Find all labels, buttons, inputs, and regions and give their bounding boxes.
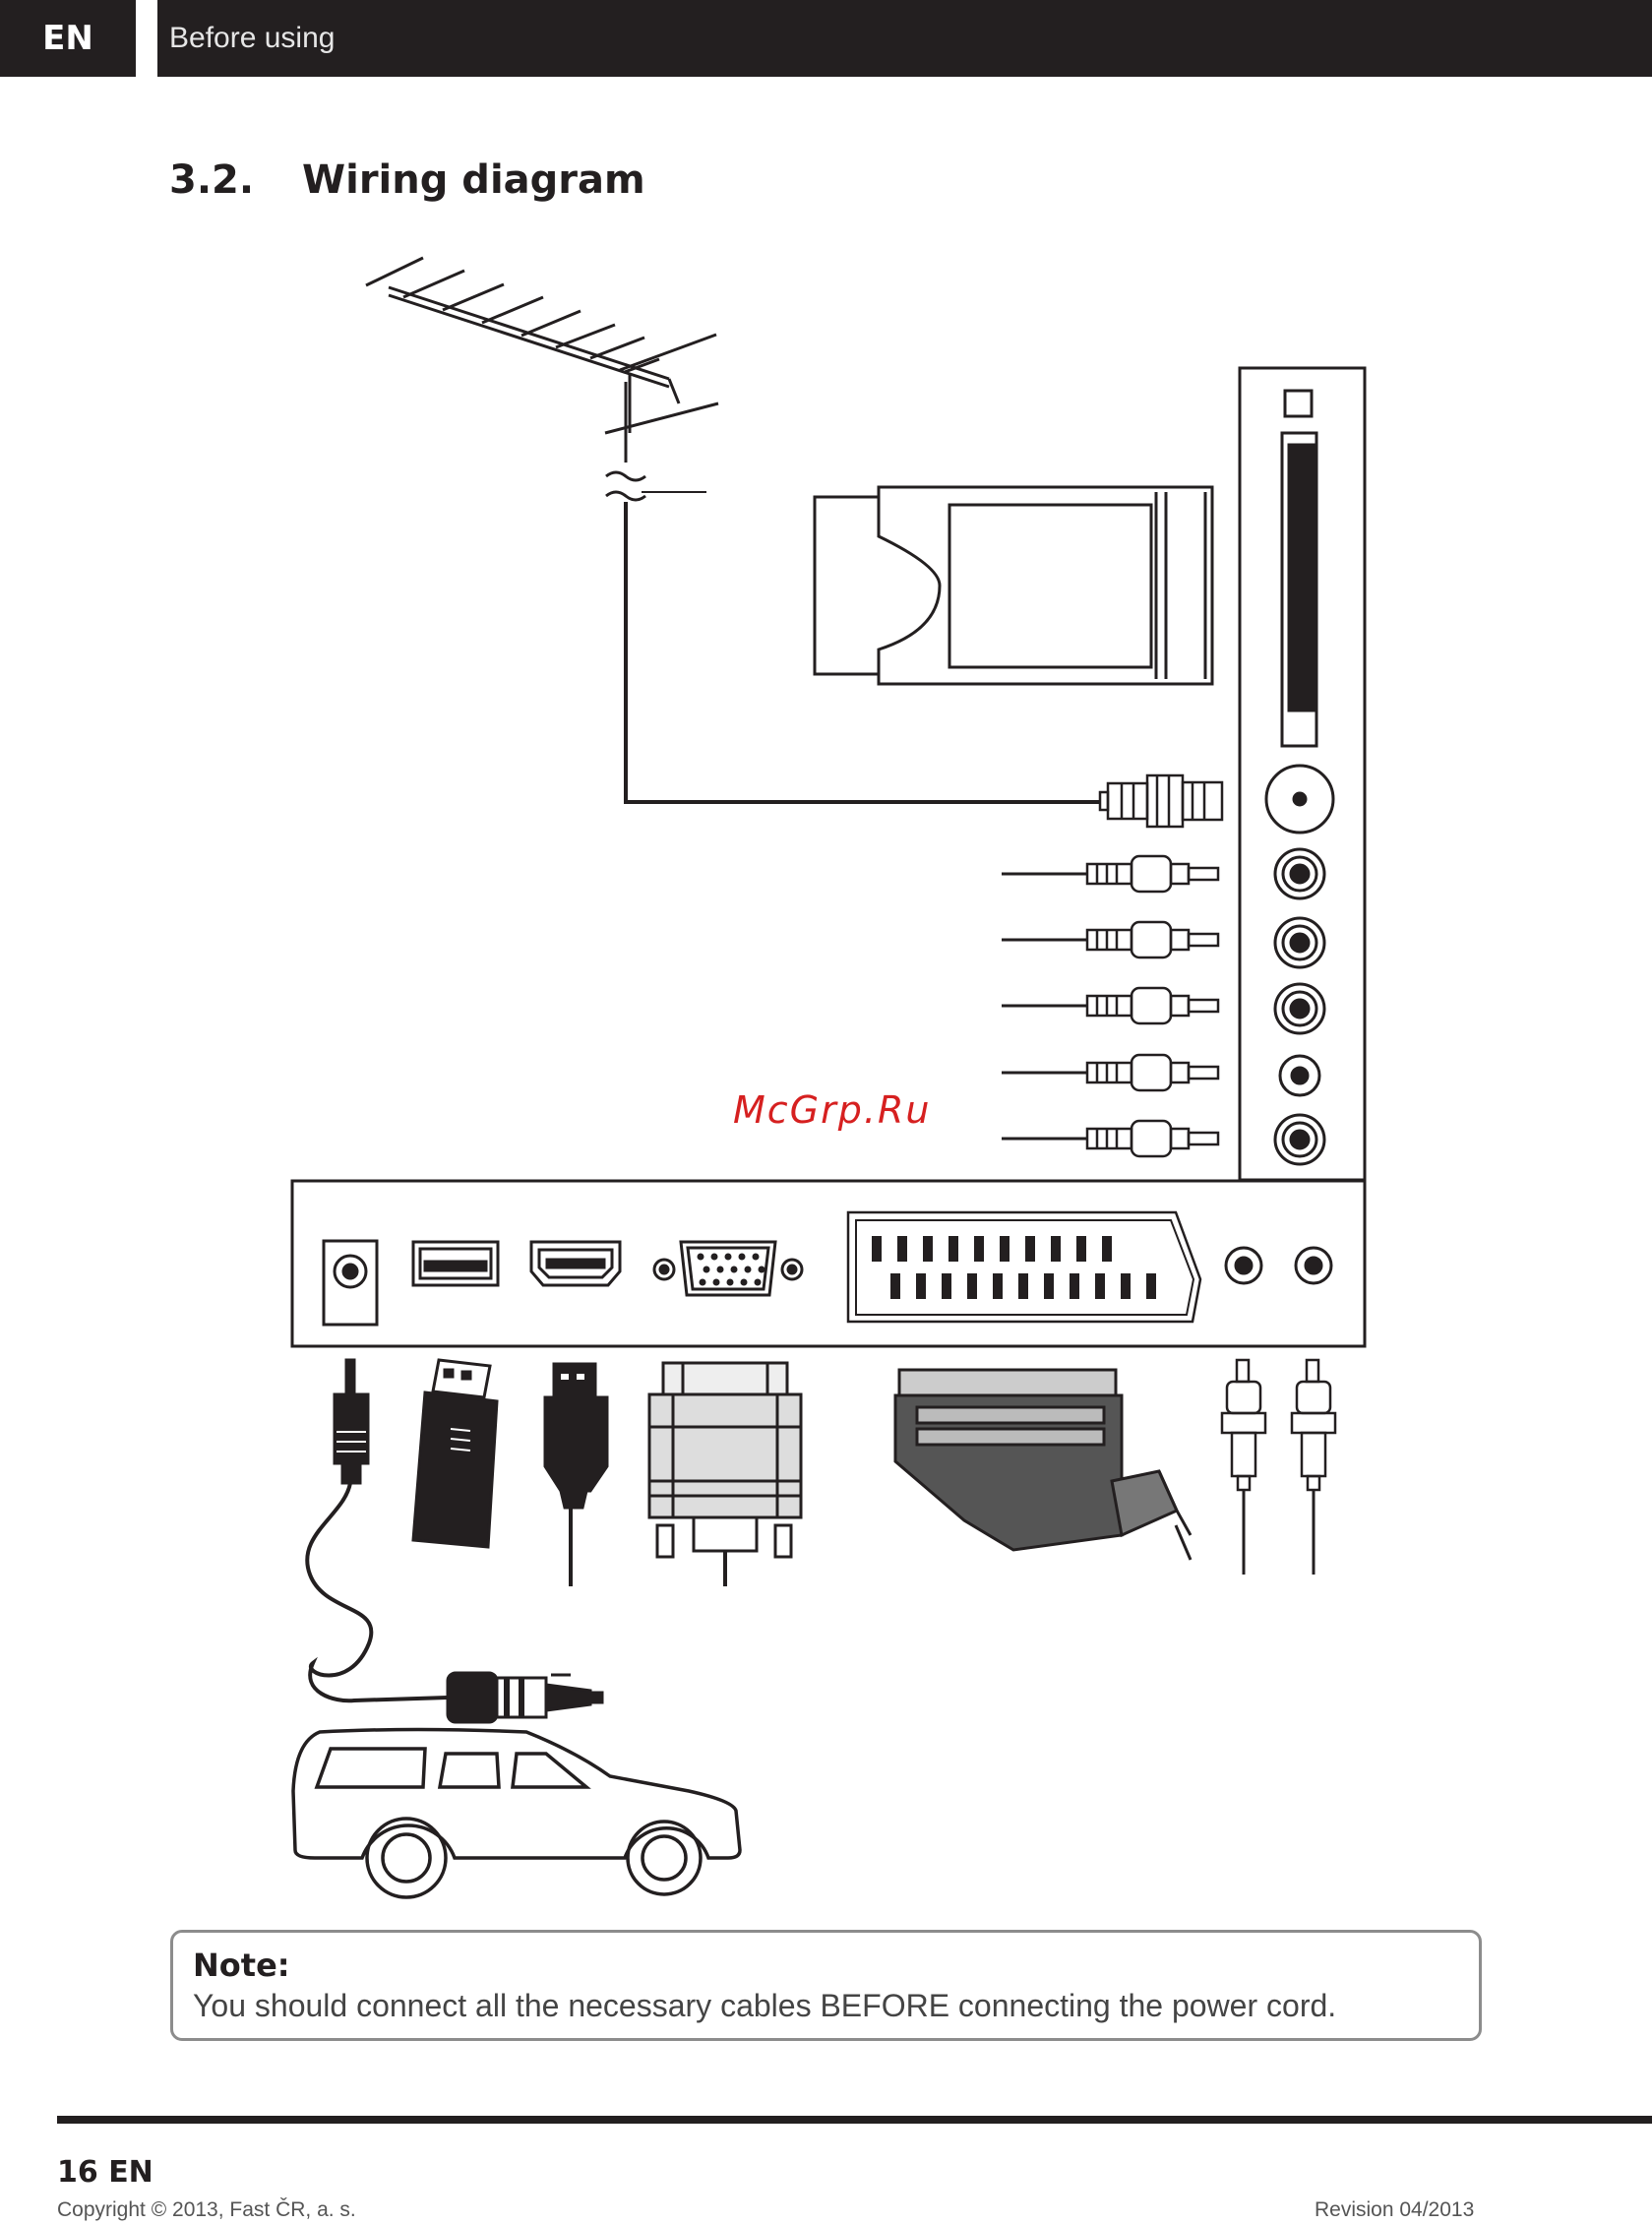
audio-plug-left	[1222, 1360, 1265, 1575]
antenna-cable	[606, 382, 1100, 802]
hdmi-plug	[545, 1364, 607, 1586]
dc-plug	[335, 1360, 368, 1483]
revision-text: Revision 04/2013	[1315, 2198, 1474, 2222]
panel-indicator	[1285, 391, 1312, 416]
wiring-diagram	[0, 0, 1652, 1909]
note-title: Note:	[193, 1947, 1459, 1984]
rca-plug-4	[1002, 1055, 1218, 1090]
audio-plug-right	[1292, 1360, 1335, 1575]
audio-jack-left	[1226, 1248, 1261, 1283]
dc-power-jack	[324, 1241, 377, 1325]
av-jack-3	[1275, 984, 1324, 1033]
headphone-jack	[1280, 1056, 1319, 1095]
page-number: 16 EN	[57, 2155, 153, 2190]
scart-port	[848, 1212, 1200, 1322]
hdmi-port	[531, 1242, 620, 1285]
audio-jack-right	[1296, 1248, 1331, 1283]
rf-jack	[1266, 766, 1333, 833]
rf-plug	[1100, 775, 1222, 827]
note-text: You should connect all the necessary cab…	[193, 1988, 1459, 2024]
car-icon	[293, 1730, 740, 1898]
usb-port	[413, 1242, 498, 1285]
rca-plug-1	[1002, 856, 1218, 892]
car-lighter-plug	[448, 1673, 602, 1722]
av-jack-2	[1275, 918, 1324, 967]
av-jack-1	[1275, 849, 1324, 898]
antenna-icon	[366, 258, 718, 433]
footer-rule	[57, 2116, 1652, 2124]
vga-plug	[649, 1363, 801, 1586]
rca-plug-5	[1002, 1121, 1218, 1156]
scart-plug	[895, 1370, 1191, 1560]
note-box: Note: You should connect all the necessa…	[170, 1930, 1482, 2041]
ci-module-card	[815, 487, 1212, 684]
usb-stick	[413, 1360, 497, 1547]
watermark-text: McGrp.Ru	[733, 1088, 931, 1132]
rca-plug-2	[1002, 922, 1218, 958]
copyright-text: Copyright © 2013, Fast ČR, a. s.	[57, 2198, 356, 2222]
vga-port	[654, 1242, 802, 1295]
rca-plug-3	[1002, 988, 1218, 1023]
av-jack-4	[1275, 1115, 1324, 1164]
